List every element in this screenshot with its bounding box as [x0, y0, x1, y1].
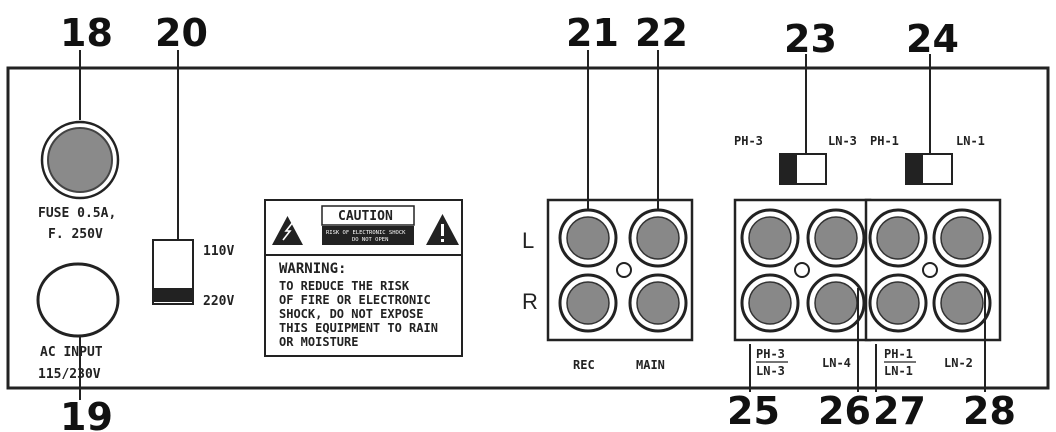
- risk-text-line2: DO NOT OPEN: [352, 237, 388, 243]
- switch-a-ph3-label: PH-3: [734, 134, 763, 148]
- rca-jack-ph1-right: [868, 273, 928, 333]
- rca-jack-main-left: [628, 208, 688, 268]
- right-channel-label: R: [522, 289, 538, 314]
- callout-25: 25: [727, 389, 780, 432]
- phono-line-switch-a: [779, 153, 827, 185]
- warning-label: [264, 199, 463, 357]
- rca-jack-ln2-right: [932, 273, 992, 333]
- ln2-input-label: LN-2: [944, 356, 973, 370]
- voltage-selector-switch: [152, 239, 194, 305]
- ac-input-label: AC INPUT: [40, 345, 103, 360]
- rec-label: REC: [573, 358, 595, 372]
- rca-jack-ln4-right: [806, 273, 866, 333]
- warning-line: THIS EQUIPMENT TO RAIN: [279, 321, 438, 335]
- rca-jack-ph1-left: [868, 208, 928, 268]
- callout-18: 18: [60, 11, 113, 55]
- fuse-holder: [40, 120, 120, 200]
- left-channel-label: L: [522, 228, 534, 253]
- fuse-rating-label: FUSE 0.5A,: [38, 206, 116, 221]
- rca-jack-rec-left: [558, 208, 618, 268]
- callout-19: 19: [60, 395, 113, 432]
- callout-20: 20: [155, 11, 208, 55]
- warning-line: TO REDUCE THE RISK: [279, 279, 410, 293]
- callout-21: 21: [566, 11, 619, 55]
- warning-line: OF FIRE OR ELECTRONIC: [279, 293, 431, 307]
- rca-jack-ln2-left: [932, 208, 992, 268]
- ln1-input-label: LN-1: [884, 364, 913, 378]
- voltage-220-label: 220V: [203, 294, 234, 309]
- callout-27: 27: [873, 389, 926, 432]
- phono-line-switch-b: [905, 153, 953, 185]
- leader-lines: [79, 50, 986, 400]
- rca-jack-rec-right: [558, 273, 618, 333]
- callout-26: 26: [818, 389, 871, 432]
- main-label: MAIN: [636, 358, 665, 372]
- fuse-type-label: F. 250V: [48, 227, 103, 242]
- warning-line: OR MOISTURE: [279, 335, 358, 349]
- ac-input-voltage-label: 115/230V: [38, 367, 101, 382]
- rca-jack-ln4-left: [806, 208, 866, 268]
- rca-jack-ph3-left: [740, 208, 800, 268]
- callout-28: 28: [963, 389, 1016, 432]
- rca-jack-main-right: [628, 273, 688, 333]
- ln4-input-label: LN-4: [822, 356, 851, 370]
- callout-24: 24: [906, 17, 959, 61]
- warning-heading: WARNING:: [279, 261, 346, 277]
- callout-22: 22: [635, 11, 688, 55]
- ln3-input-label: LN-3: [756, 364, 785, 378]
- ac-input-socket: [36, 262, 120, 338]
- caution-text: CAUTION: [338, 209, 393, 224]
- rca-jack-ph3-right: [740, 273, 800, 333]
- ph1-input-label: PH-1: [884, 347, 913, 361]
- ph3-input-label: PH-3: [756, 347, 785, 361]
- risk-text-line1: RISK OF ELECTRONIC SHOCK: [326, 230, 406, 236]
- switch-b-ph1-label: PH-1: [870, 134, 899, 148]
- callout-23: 23: [784, 17, 837, 61]
- switch-a-ln3-label: LN-3: [828, 134, 857, 148]
- warning-line: SHOCK, DO NOT EXPOSE: [279, 307, 424, 321]
- voltage-110-label: 110V: [203, 244, 234, 259]
- switch-b-ln1-label: LN-1: [956, 134, 985, 148]
